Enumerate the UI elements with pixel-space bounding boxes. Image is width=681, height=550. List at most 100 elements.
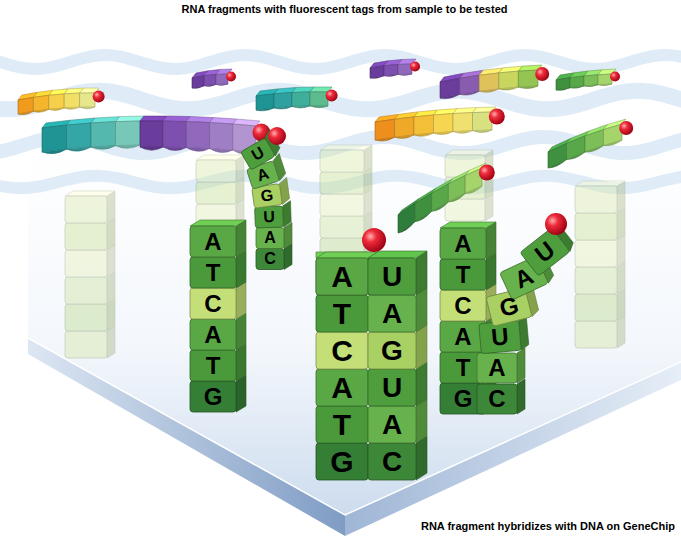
rna-ribbon-segment — [375, 119, 395, 140]
fluorescent-tag — [410, 62, 420, 72]
rna-fragment-block-side — [284, 223, 292, 249]
faded-probe-block — [575, 294, 617, 321]
faded-probe-block — [575, 186, 617, 213]
rna-ribbon-scallop — [210, 149, 233, 153]
faded-probe-block-top — [575, 181, 625, 186]
rna-ribbon-scallop — [598, 84, 612, 86]
rna-ribbon-scallop — [91, 146, 116, 150]
dna-probe-block-top — [440, 222, 496, 228]
base-letter: A — [454, 325, 471, 349]
base-letter: T — [333, 299, 351, 329]
rna-fragment-block — [256, 228, 284, 249]
rna-ribbon-scallop — [567, 152, 586, 160]
faded-probe-block — [575, 321, 617, 348]
rna-fragment-block — [256, 249, 284, 270]
faded-probe-block — [575, 213, 617, 240]
rna-ribbon-scallop — [448, 193, 465, 201]
rna-ribbon-segment — [192, 76, 204, 88]
dna-probe-block-top — [316, 252, 378, 258]
dna-probe-block — [316, 332, 368, 369]
base-letter: C — [204, 292, 221, 316]
rna-ribbon-segment — [548, 144, 567, 169]
rna-fragment-block — [368, 332, 416, 369]
rna-ribbon-segment — [567, 136, 586, 160]
rna-ribbon-scallop — [384, 74, 398, 76]
dna-probe-block-side — [236, 251, 246, 288]
base-letter: T — [456, 356, 471, 380]
faded-probe-block-side — [617, 208, 625, 240]
rna-ribbon-scallop — [256, 108, 274, 111]
fluorescent-tag — [93, 91, 105, 103]
dna-probe-block-side — [236, 313, 246, 350]
faded-probe-block — [65, 277, 107, 304]
rna-ribbon-scallop — [432, 202, 449, 211]
faded-probe-block — [320, 194, 364, 216]
rna-ribbon-scallop — [274, 107, 292, 110]
rna-ribbon-segment — [67, 123, 92, 149]
solution-waves — [0, 55, 681, 188]
rna-ribbon-scallop — [204, 84, 216, 86]
rna-ribbon-scallop — [414, 133, 434, 136]
faded-probe-block — [320, 172, 364, 194]
rna-ribbon-segment — [398, 204, 415, 233]
chip-surface — [28, 150, 681, 515]
rna-fragment-block-group — [477, 379, 525, 414]
rna-ribbon-scallop — [473, 130, 493, 133]
rna-ribbon-segment — [448, 175, 465, 201]
rna-ribbon-scallop — [33, 109, 48, 112]
base-letter: G — [454, 387, 473, 411]
base-letter: T — [206, 354, 221, 378]
base-letter: A — [204, 230, 221, 254]
faded-probe-block-side — [107, 272, 115, 304]
rna-fragment-block — [241, 138, 276, 170]
base-letter: A — [204, 323, 221, 347]
fluorescent-tag — [226, 72, 236, 82]
base-letter: A — [382, 411, 402, 439]
rna-ribbon-segment — [140, 121, 163, 147]
genechip-platform — [28, 150, 681, 536]
rna-ribbon-segment — [204, 74, 216, 85]
rna-ribbon-segment — [18, 97, 33, 114]
dna-probe-block — [440, 259, 486, 290]
rna-ribbon-scallop — [548, 160, 567, 169]
rna-fragment-block-side — [282, 201, 291, 227]
rna-fragment-block — [477, 353, 517, 383]
rna-ribbon-segment — [414, 115, 434, 135]
rna-fragment-block — [255, 206, 284, 228]
rna-ribbon-scallop — [42, 149, 67, 154]
fluorescent-tag — [268, 127, 286, 145]
faded-probe-block — [65, 250, 107, 277]
base-letter: T — [206, 261, 221, 285]
rna-ribbon-scallop — [116, 145, 141, 148]
base-letter: G — [381, 337, 403, 365]
rna-fragments — [18, 59, 633, 233]
faded-probe-block-side — [617, 316, 625, 348]
dna-probe-block — [316, 258, 368, 295]
rna-ribbon-scallop — [163, 147, 186, 151]
dna-probe-block — [190, 257, 236, 288]
faded-probe-block-side — [617, 235, 625, 267]
rna-ribbon-scallop — [192, 86, 204, 89]
faded-probe-block-top — [65, 191, 115, 196]
rna-ribbon-scallop — [440, 94, 460, 98]
rna-ribbon-segment — [370, 66, 384, 78]
rna-fragment-block-side — [416, 325, 427, 369]
rna-ribbon-segment — [292, 92, 310, 107]
rna-ribbon-segment — [460, 75, 480, 94]
rna-ribbon-scallop — [49, 108, 64, 111]
rna-ribbon-segment — [585, 130, 604, 153]
base-letter: A — [488, 356, 505, 380]
rna-ribbon-scallop — [398, 222, 415, 233]
wave-band — [0, 91, 681, 109]
faded-probe-block-side — [617, 289, 625, 321]
rna-ribbon-segment — [274, 93, 292, 108]
dna-probe-block — [190, 350, 236, 381]
rna-ribbon-scallop — [479, 89, 499, 92]
rna-ribbon-scallop — [216, 84, 228, 85]
base-letter: C — [331, 336, 353, 366]
rna-fragment-block — [368, 295, 416, 332]
rna-ribbon-scallop — [292, 106, 310, 108]
rna-ribbon-scallop — [140, 147, 163, 150]
base-letter: A — [382, 300, 402, 328]
